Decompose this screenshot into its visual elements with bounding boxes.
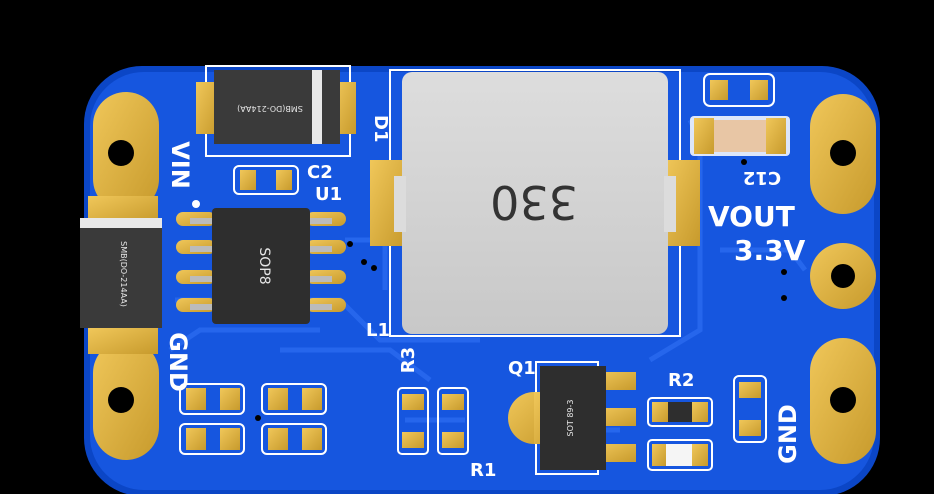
vias [255,241,787,421]
label-vout: VOUT [708,200,795,233]
inductor-l1: 330 [370,69,700,337]
label-u1: U1 [315,184,342,205]
capacitor-bank [179,383,327,455]
pad-vin [93,92,159,212]
label-gnd-left: GND [164,332,192,392]
capacitor-c2 [233,165,299,195]
ic-u1: SOP8 [176,200,346,324]
capacitor-top-right [703,73,775,107]
pad-gnd-left [93,340,159,460]
label-vin: VIN [166,141,194,189]
diode-left: SMB(DO-214AA) [80,196,162,354]
led [647,439,713,471]
label-c12: C12 [743,167,781,188]
label-c2: C2 [307,162,333,183]
diode-left-marking: SMB(DO-214AA) [119,241,128,307]
ic-u1-marking: SOP8 [256,247,272,284]
pad-vout [810,94,876,214]
diode-d1: SMB(DO-214AA) [196,65,356,157]
transistor-q1: SOT 89-3 [508,361,636,475]
label-r1: R1 [470,460,496,481]
inductor-marking: 330 [490,175,578,229]
label-vout-voltage: 3.3V [734,234,806,267]
capacitor-right [733,375,767,443]
label-r3: R3 [398,347,419,373]
transistor-marking: SOT 89-3 [566,400,575,437]
label-d1: D1 [370,115,391,142]
label-l1: L1 [366,320,390,341]
resistor-r2 [647,397,713,427]
label-r2: R2 [668,370,694,391]
capacitor-c12 [690,116,790,156]
label-gnd-right: GND [774,404,802,464]
resistor-r3 [397,387,469,455]
pad-gnd-right [810,338,876,464]
pad-33v [810,243,876,309]
diode-d1-marking: SMB(DO-214AA) [237,104,303,113]
label-q1: Q1 [508,358,536,379]
